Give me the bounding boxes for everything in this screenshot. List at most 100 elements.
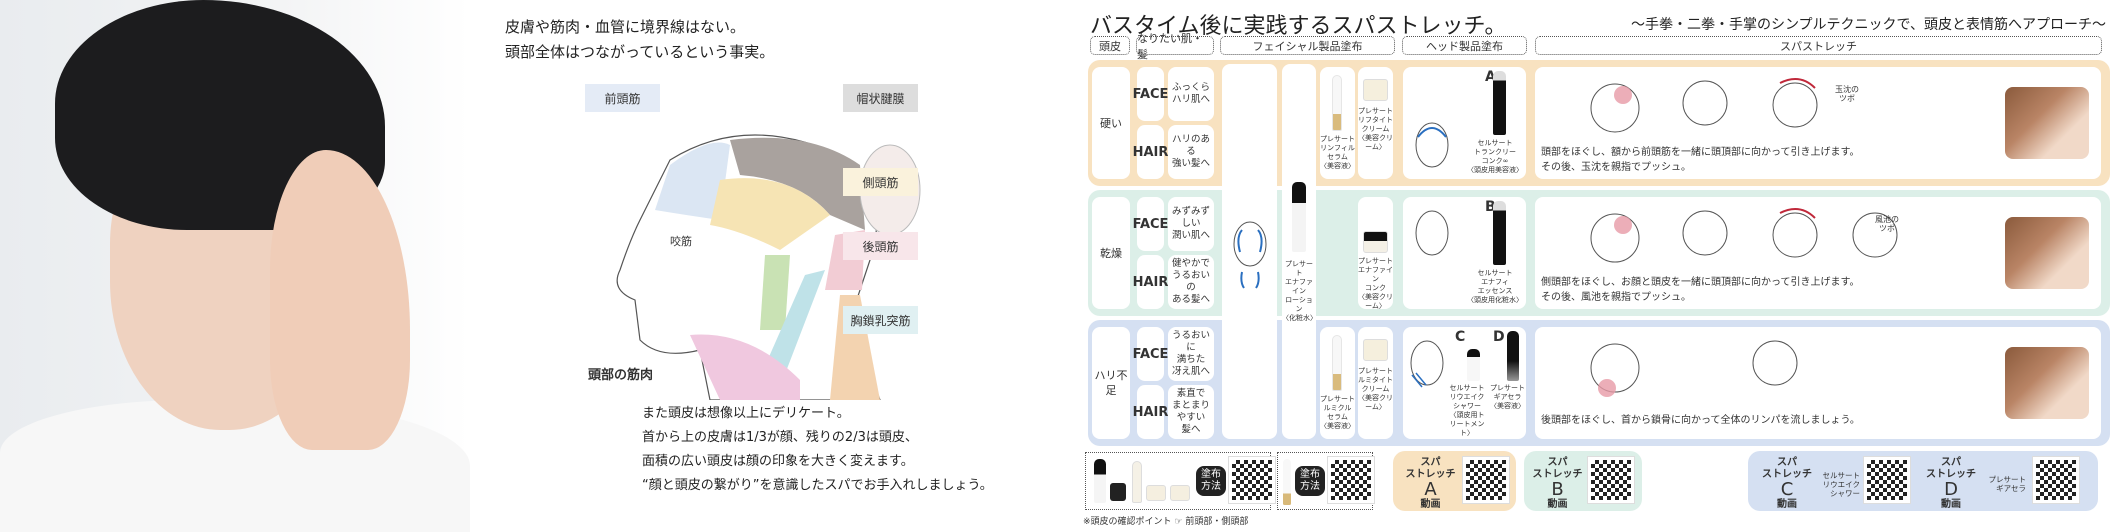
head-product-panel: A セルサート トランクリー コンク∞ 〈頭皮用美容液〉 <box>1403 67 1526 179</box>
product-letter: B <box>1485 199 1496 215</box>
stretch-panel: 風池の ツボ 側頭部をほぐし、お顔と頭皮を一緒に頭頂部に向かって引き上げます。 … <box>1535 197 2101 309</box>
header-stretch: スパストレッチ <box>1535 36 2102 55</box>
product-letter: A <box>1485 69 1496 85</box>
hair-tag: HAIR <box>1133 125 1168 179</box>
stretch-description: 頭部をほぐし、額から前頭筋を一緒に頭頂部に向かって引き上げます。 その後、玉沈を… <box>1541 147 1860 173</box>
stretch-illustrations <box>1590 340 1798 397</box>
product-name: セルサート リウエイク シャワー 〈頭皮用トリートメント〉 <box>1449 384 1485 437</box>
head-illustration <box>1410 340 1444 388</box>
facial-massage-diagram <box>1222 64 1277 439</box>
model-photo <box>0 0 470 532</box>
apply-method-badge: 塗布 方法 <box>1196 466 1226 496</box>
acupoint-label: 玉沈の ツボ <box>1835 85 1859 103</box>
qr-code-video-b[interactable] <box>1587 456 1635 504</box>
head-illustration <box>1415 210 1449 256</box>
intro-line: 皮膚や筋肉・血管に境界線はない。 <box>505 18 746 36</box>
acupoint-label: 風池の ツボ <box>1875 215 1899 233</box>
header-goal: なりたい肌・髪 <box>1136 32 1214 61</box>
face-goal: うるおいに 満ちた 冴え肌へ <box>1168 327 1214 381</box>
stretch-illustrations <box>1590 78 1818 133</box>
lotion-bottle <box>1292 182 1306 252</box>
product-image <box>1132 461 1142 503</box>
stretch-panel: 玉沈の ツボ 頭部をほぐし、額から前頭筋を一緒に頭頂部に向かって引き上げます。 … <box>1535 67 2101 179</box>
product-image <box>1467 349 1480 381</box>
qr-code-video-d[interactable] <box>2032 456 2080 504</box>
shared-product-column: プレサート エナファイン ローション 〈化粧水〉 <box>1282 64 1317 439</box>
head-product-panel: C セルサート リウエイク シャワー 〈頭皮用トリートメント〉 D プレサート … <box>1403 327 1526 439</box>
product-image <box>1363 231 1388 253</box>
product-image <box>1146 485 1166 501</box>
label-temporal: 側頭筋 <box>843 168 918 196</box>
apply-method-box-1: 塗布 方法 <box>1085 452 1276 510</box>
body-line: “顔と頭皮の繋がり”を意識したスパでお手入れしましょう。 <box>642 478 993 493</box>
qr-code-apply-2[interactable] <box>1327 456 1375 504</box>
product-name: プレサート ルミクル セラム 〈美容液〉 <box>1320 395 1355 430</box>
product-image <box>1363 79 1388 101</box>
facial-product-1: プレサート リンフィル セラム 〈美容液〉 <box>1320 67 1355 179</box>
head-illustration <box>1415 122 1449 168</box>
facial-product-2: プレサート リフタイト クリーム 〈美容クリーム〉 <box>1358 67 1393 179</box>
hair-goal: 素直で まとまりやすい 髪へ <box>1168 385 1214 439</box>
label-scm: 胸鎖乳突筋 <box>843 306 918 334</box>
product-name: セルサート トランクリー コンク∞ 〈頭皮用美容液〉 <box>1467 139 1523 174</box>
video-d-product: プレサート ギアセラ <box>1988 475 2027 493</box>
product-name: セルサート エナフィ エッセンス 〈頭皮用化粧水〉 <box>1467 269 1523 304</box>
scalp-condition: ハリ不足 <box>1092 327 1130 439</box>
product-image <box>1332 75 1342 131</box>
guide-title: バスタイム後に実践するスパストレッチ。 <box>1090 14 1507 39</box>
product-letter: C <box>1455 329 1466 345</box>
product-image <box>1094 459 1106 503</box>
stretch-description: 側頭部をほぐし、お顔と頭皮を一緒に頭頂部に向かって引き上げます。 その後、風池を… <box>1541 277 1860 303</box>
product-image <box>1283 459 1291 505</box>
stretch-description: 後頭部をほぐし、首から鎖骨に向かって全体のリンパを流しましょう。 <box>1541 415 1860 426</box>
head-product-panel: B セルサート エナフィ エッセンス 〈頭皮用化粧水〉 <box>1403 197 1526 309</box>
scalp-condition: 乾燥 <box>1092 197 1130 309</box>
facial-product-2: プレサート エナファイン コンク 〈美容クリーム〉 <box>1358 197 1393 310</box>
product-image <box>1493 71 1506 135</box>
product-image <box>1332 335 1342 391</box>
label-occipital: 後頭筋 <box>843 232 918 260</box>
stretch-photo <box>2005 87 2089 159</box>
product-image <box>1170 485 1190 501</box>
qr-code-video-a[interactable] <box>1462 456 1510 504</box>
video-c-product: セルサート リウエイク シャワー <box>1822 471 1861 498</box>
body-text: また頭皮は想像以上にデリケート。 首から上の皮膚は1/3が顔、残りの2/3は頭皮… <box>642 402 993 498</box>
label-galea: 帽状腱膜 <box>843 84 918 112</box>
diagram-caption: 頭部の筋肉 <box>588 368 654 383</box>
apply-method-badge: 塗布 方法 <box>1295 466 1325 496</box>
hair-goal: 健やかで うるおいの ある髪へ <box>1168 255 1214 309</box>
label-masseter: 咬筋 <box>670 235 692 248</box>
stretch-photo <box>2005 217 2089 289</box>
body-line: 面積の広い頭皮は顔の印象を大きく変えます。 <box>642 454 914 469</box>
hair-tag: HAIR <box>1133 385 1168 439</box>
facial-product-1: プレサート ルミクル セラム 〈美容液〉 <box>1320 327 1355 439</box>
product-name: プレサート エナファイン コンク 〈美容クリーム〉 <box>1358 257 1393 310</box>
qr-code-video-c[interactable] <box>1863 456 1911 504</box>
face-tag: FACE <box>1133 197 1168 251</box>
face-tag: FACE <box>1133 67 1168 121</box>
stretch-panel: 後頭部をほぐし、首から鎖骨に向かって全体のリンパを流しましょう。 <box>1535 327 2101 439</box>
product-name: プレサート ギアセラ 〈美容液〉 <box>1490 384 1525 410</box>
face-goal: みずみずしい 潤い肌へ <box>1168 197 1214 251</box>
product-image <box>1493 201 1506 265</box>
scalp-check-note: ※頭皮の確認ポイント ☞ 前頭部・側頭部 <box>1083 517 1249 527</box>
guide-subtitle: 〜手拳・二拳・手掌のシンプルテクニックで、頭皮と表情筋へアプローチ〜 <box>1630 17 2106 33</box>
scalp-condition: 硬い <box>1092 67 1130 179</box>
model-hand <box>270 150 410 450</box>
header-facial: フェイシャル製品塗布 <box>1220 36 1395 55</box>
product-name: プレサート リンフィル セラム 〈美容液〉 <box>1320 135 1355 170</box>
face-arrows-icon <box>1233 221 1266 289</box>
product-image <box>1507 331 1519 381</box>
facial-product-2: プレサート ルミタイト クリーム 〈美容クリーム〉 <box>1358 327 1393 439</box>
body-line: 首から上の皮膚は1/3が顔、残りの2/3は頭皮、 <box>642 430 918 445</box>
head-muscle-diagram <box>616 134 921 400</box>
product-name: プレサート ルミタイト クリーム 〈美容クリーム〉 <box>1358 367 1393 411</box>
qr-code-apply-1[interactable] <box>1228 456 1276 504</box>
face-tag: FACE <box>1133 327 1168 381</box>
hair-tag: HAIR <box>1133 255 1168 309</box>
